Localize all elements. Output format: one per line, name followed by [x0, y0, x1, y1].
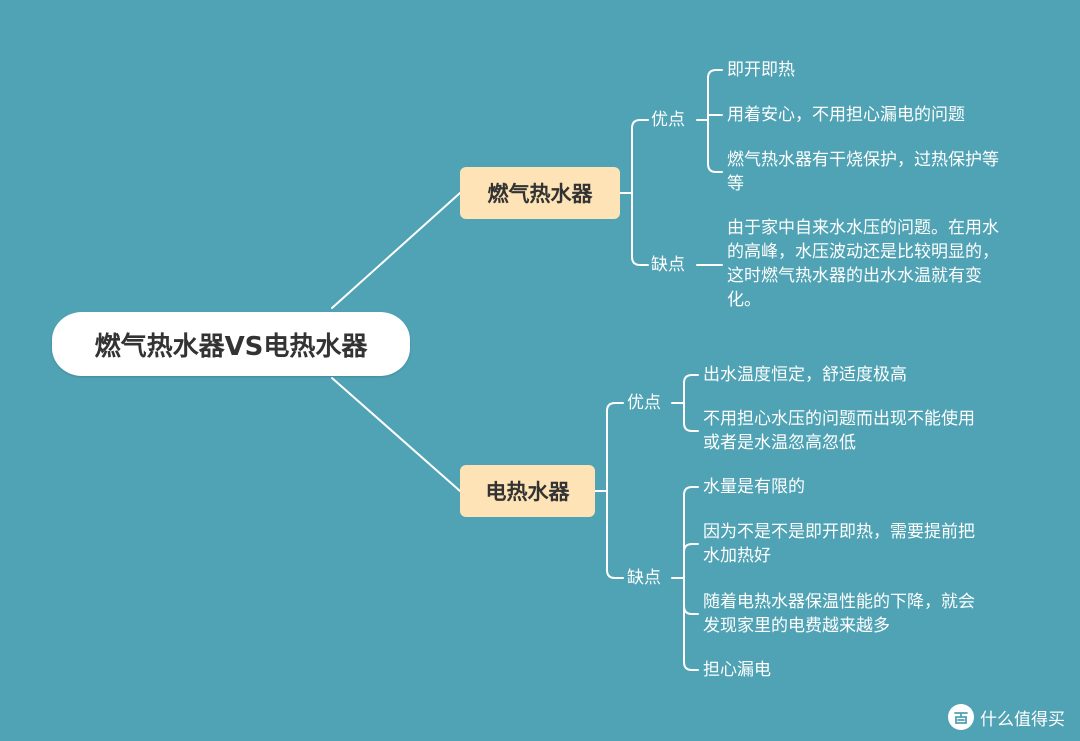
connector-gas-cons [631, 192, 649, 266]
connector-electric-cons-item4 [683, 577, 699, 671]
gas-water-heater-node[interactable]: 燃气热水器 [460, 167, 620, 219]
electric-pros-label[interactable]: 优点 [627, 393, 661, 413]
connector-electric-pros-item2 [683, 402, 699, 432]
electric-cons-item-4: 担心漏电 [703, 660, 771, 680]
electric-cons-item-2: 因为不是不是即开即热，需要提前把 水加热好 [703, 522, 975, 566]
gas-cons-label[interactable]: 缺点 [651, 255, 685, 275]
connector-gas-pros [631, 119, 649, 194]
electric-cons-item-1: 水量是有限的 [703, 477, 805, 497]
gas-pros-item-1: 即开即热 [727, 60, 795, 80]
connector-root-gas [331, 192, 461, 309]
gas-cons-item-1: 由于家中自来水水压的问题。在用水 的高峰，水压波动还是比较明显的， 这时燃气热水… [727, 218, 999, 310]
connector-root-electric [331, 377, 461, 492]
electric-cons-item-3: 随着电热水器保温性能的下降，就会 发现家里的电费越来越多 [703, 592, 975, 636]
connector-gas-pros-item2 [707, 114, 723, 121]
gas-pros-item-3: 燃气热水器有干烧保护，过热保护等 等 [727, 150, 999, 194]
electric-cons-label[interactable]: 缺点 [627, 568, 661, 588]
electric-pros-item-2: 不用担心水压的问题而出现不能使用 或者是水温忽高忽低 [703, 409, 975, 453]
connector-electric-pros [606, 402, 624, 492]
connector-electric-cons [606, 490, 624, 579]
gas-water-heater-label: 燃气热水器 [487, 182, 593, 206]
watermark-text: 什么值得买 [980, 709, 1065, 730]
connector-electric-cons-item1 [683, 486, 699, 579]
gas-pros-label[interactable]: 优点 [651, 110, 685, 130]
connector-gas-pros-item3 [707, 119, 723, 173]
electric-pros-item-1: 出水温度恒定，舒适度极高 [703, 365, 907, 385]
connector-gas-pros-item1 [707, 69, 723, 121]
root-node[interactable]: 燃气热水器VS电热水器 [52, 312, 410, 376]
electric-water-heater-node[interactable]: 电热水器 [460, 465, 595, 517]
watermark: 什么值得买 [948, 704, 1065, 730]
root-node-label: 燃气热水器VS电热水器 [94, 331, 368, 362]
zhi-logo-icon [948, 704, 974, 730]
gas-pros-item-2: 用着安心，不用担心漏电的问题 [727, 105, 965, 125]
connector-electric-cons-item3 [683, 577, 699, 615]
connector-electric-cons-item2 [683, 543, 699, 579]
electric-water-heater-label: 电热水器 [485, 480, 570, 504]
connector-electric-pros-item1 [683, 374, 699, 404]
